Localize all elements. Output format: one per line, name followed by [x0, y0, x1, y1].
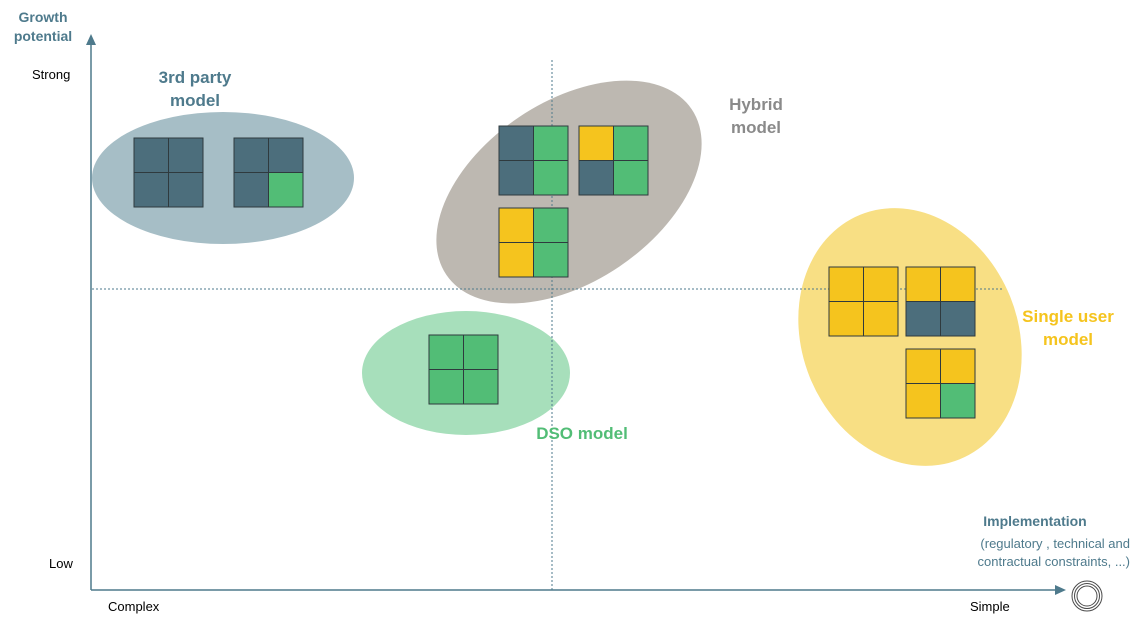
model-grids: [133, 125, 976, 419]
grid-cell-yellow: [905, 266, 941, 302]
x-low-label: Complex: [108, 599, 160, 614]
grid-cell-blue: [233, 172, 269, 208]
logo-icon: [1071, 580, 1103, 612]
x-axis-subtitle-line1: (regulatory , technical and: [980, 536, 1130, 551]
single-user-grid-3: [905, 348, 976, 419]
single-user-label-line2: model: [1042, 330, 1094, 349]
third-party-label-line1: 3rd party: [158, 68, 232, 87]
grid-cell-green: [613, 160, 649, 196]
grid-cell-green: [428, 369, 464, 405]
single-user-model-label: Single user model: [1008, 305, 1128, 351]
grid-cell-blue: [168, 172, 204, 208]
grid-cell-blue: [498, 160, 534, 196]
x-axis-subtitle-line2: contractual constraints, ...): [977, 554, 1130, 569]
grid-cell-green: [533, 160, 569, 196]
grid-cell-green: [463, 369, 499, 405]
y-axis-title-line2: potential: [13, 28, 73, 44]
third-party-grid-1: [133, 137, 204, 208]
grid-cell-blue: [905, 301, 941, 337]
dso-model-label: DSO model: [517, 422, 647, 445]
grid-cell-blue: [578, 160, 614, 196]
grid-cell-green: [940, 383, 976, 419]
grid-cell-blue: [233, 137, 269, 173]
grid-cell-yellow: [498, 242, 534, 278]
grid-cell-yellow: [905, 348, 941, 384]
grid-cell-yellow: [905, 383, 941, 419]
grid-cell-yellow: [828, 301, 864, 337]
grid-cell-blue: [168, 137, 204, 173]
grid-cell-blue: [940, 301, 976, 337]
grid-cell-green: [463, 334, 499, 370]
third-party-label-line2: model: [169, 91, 221, 110]
grid-cell-green: [533, 207, 569, 243]
grid-cell-yellow: [828, 266, 864, 302]
x-axis-subtitle: (regulatory , technical and contractual …: [895, 535, 1130, 571]
grid-cell-green: [533, 125, 569, 161]
grid-cell-yellow: [498, 207, 534, 243]
grid-cell-yellow: [578, 125, 614, 161]
grid-cell-green: [428, 334, 464, 370]
grid-cell-green: [613, 125, 649, 161]
third-party-model-label: 3rd party model: [140, 66, 250, 112]
hybrid-grid-3: [498, 207, 569, 278]
grid-cell-blue: [268, 137, 304, 173]
hybrid-model-label: Hybrid model: [706, 93, 806, 139]
hybrid-label-line1: Hybrid: [729, 95, 783, 114]
single-user-label-line1: Single user: [1022, 307, 1114, 326]
hybrid-ellipse: [436, 80, 702, 304]
grid-cell-yellow: [863, 301, 899, 337]
dso-grid-1: [428, 334, 499, 405]
grid-cell-green: [533, 242, 569, 278]
grid-cell-blue: [133, 137, 169, 173]
grid-cell-blue: [133, 172, 169, 208]
x-axis-arrowhead: [1055, 585, 1066, 595]
single-user-grid-2: [905, 266, 976, 337]
grid-cell-yellow: [863, 266, 899, 302]
y-axis-arrowhead: [86, 34, 96, 45]
third-party-grid-2: [233, 137, 304, 208]
y-axis-title-line1: Growth: [18, 9, 68, 25]
y-low-label: Low: [49, 556, 73, 571]
x-high-label: Simple: [970, 599, 1010, 614]
single-user-grid-1: [828, 266, 899, 337]
hybrid-grid-1: [498, 125, 569, 196]
y-axis-title: Growth potential: [2, 8, 84, 46]
grid-cell-blue: [498, 125, 534, 161]
third-party-ellipse: [92, 112, 354, 244]
grid-cell-yellow: [940, 348, 976, 384]
hybrid-label-line2: model: [730, 118, 782, 137]
grid-cell-green: [268, 172, 304, 208]
grid-cell-yellow: [940, 266, 976, 302]
y-high-label: Strong: [32, 67, 71, 82]
hybrid-grid-2: [578, 125, 649, 196]
x-axis-title: Implementation: [983, 513, 1087, 529]
dso-label-line1: DSO model: [536, 424, 628, 443]
